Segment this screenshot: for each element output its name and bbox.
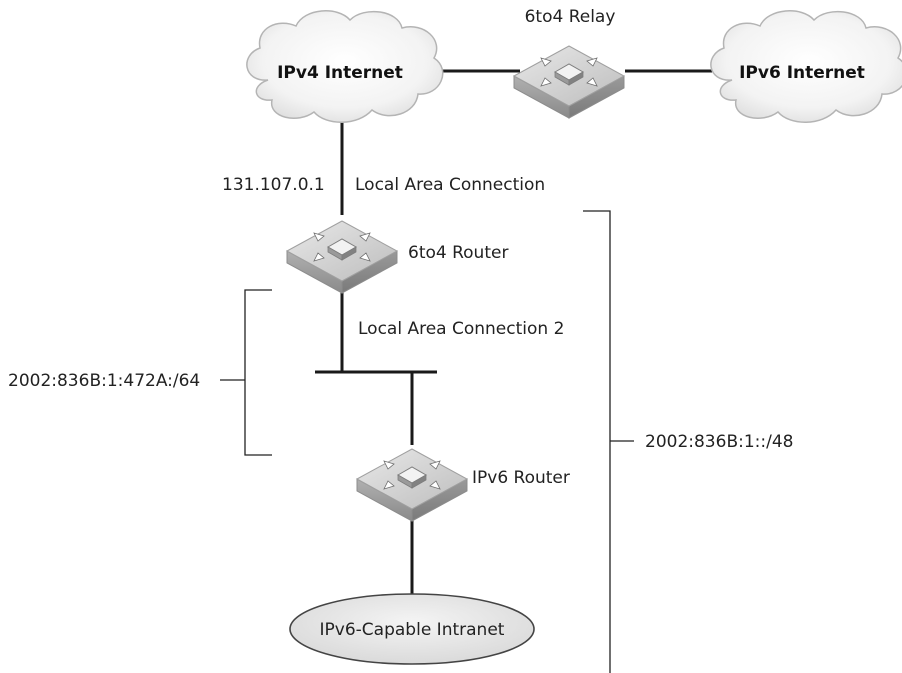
ipv4-address-label: 131.107.0.1 [222, 175, 325, 195]
ipv6-intranet-node: IPv6-Capable Intranet [289, 593, 535, 665]
ipv4-internet-label: IPv4 Internet [277, 63, 403, 83]
ipv6-router-icon [356, 448, 468, 522]
subnet-bracket [244, 289, 272, 456]
ipv6-internet-cloud: IPv6 Internet [710, 10, 902, 124]
site-bracket [583, 210, 611, 673]
lan2-label: Local Area Connection 2 [358, 319, 564, 339]
6to4-router-label: 6to4 Router [408, 243, 508, 263]
ipv4-internet-cloud: IPv4 Internet [246, 10, 444, 124]
6to4-relay-icon [513, 45, 625, 119]
6to4-relay-label: 6to4 Relay [525, 7, 616, 27]
site-prefix-label: 2002:836B:1::/48 [645, 432, 793, 452]
lan1-label: Local Area Connection [355, 175, 545, 195]
ipv6-intranet-label: IPv6-Capable Intranet [320, 620, 505, 640]
6to4-router-icon [286, 220, 398, 294]
ipv6-internet-label: IPv6 Internet [739, 63, 865, 83]
subnet-prefix-label: 2002:836B:1:472A:/64 [8, 371, 200, 391]
ipv6-router-label: IPv6 Router [472, 468, 570, 488]
